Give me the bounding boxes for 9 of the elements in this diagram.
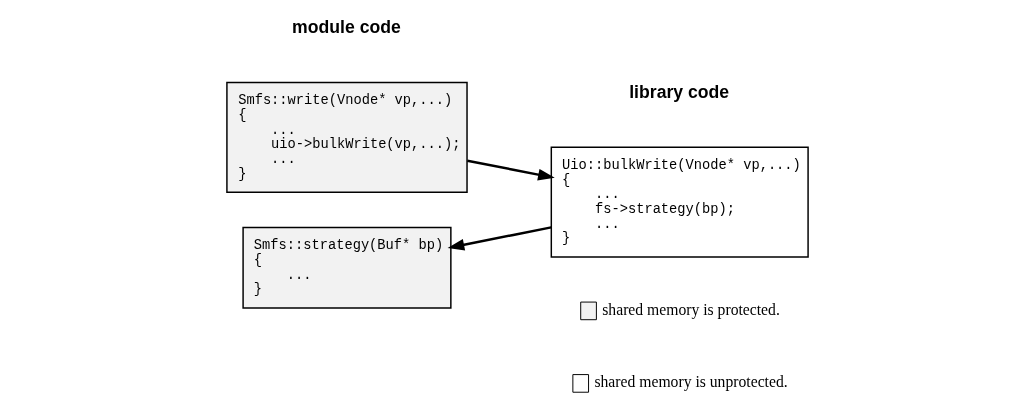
node-box: Smfs::strategy(Buf* bp) { ... } — [242, 226, 452, 309]
arrow — [467, 159, 555, 181]
node-box: Smfs::write(Vnode* vp,...) { ... uio->bulkWrite(vp,...); ... } — [226, 81, 468, 194]
legend-label: shared memory is protected. — [602, 300, 780, 318]
label: module code — [292, 16, 401, 37]
legend-label: shared memory is unprotected. — [594, 373, 788, 391]
arrow — [447, 226, 552, 251]
label: library code — [629, 81, 730, 102]
node-box: Uio::bulkWrite(Vnode* vp,...) { ... fs->strategy(bp); ... } — [550, 146, 809, 258]
